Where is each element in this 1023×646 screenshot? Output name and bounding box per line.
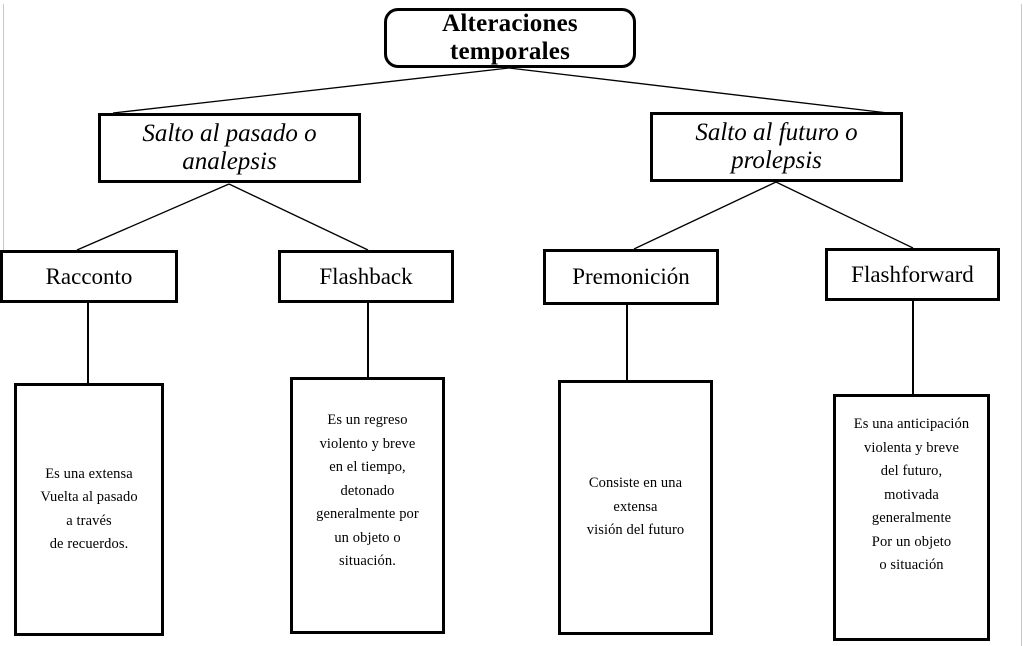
node-description-flashforward[interactable]: Es una anticipación violenta y breve del… (833, 394, 990, 641)
node-description-premonicion[interactable]: Consiste en una extensa visión del futur… (558, 380, 713, 635)
node-branch-label-0: Salto al pasado o analepsis (142, 120, 317, 175)
node-leaf-racconto[interactable]: Racconto (0, 250, 178, 303)
page-margin-rule-right (1021, 4, 1022, 646)
node-branch-salto-al-pasado[interactable]: Salto al pasado o analepsis (98, 113, 361, 183)
node-description-flashback[interactable]: Es un regreso violento y breve en el tie… (290, 377, 445, 634)
node-root-label: Alteraciones temporales (442, 10, 578, 65)
connector-prolepsis-to-premonicion (633, 181, 777, 250)
node-leaf-flashback[interactable]: Flashback (278, 250, 454, 303)
node-description-racconto[interactable]: Es una extensa Vuelta al pasado a través… (14, 383, 164, 636)
node-leaf-premonicion[interactable]: Premonición (543, 249, 719, 305)
connector-analepsis-to-racconto (76, 183, 230, 251)
node-leaf-flashforward[interactable]: Flashforward (825, 248, 1000, 301)
node-branch-salto-al-futuro[interactable]: Salto al futuro o prolepsis (650, 112, 903, 182)
node-leaf-label-3: Flashforward (851, 261, 974, 287)
node-description-text-3: Es una anticipación violenta y breve del… (853, 416, 970, 574)
node-description-text-0: Es una extensa Vuelta al pasado a través… (40, 465, 138, 552)
connector-analepsis-to-flashback (228, 183, 369, 251)
node-root-alteraciones-temporales[interactable]: Alteraciones temporales (384, 8, 636, 68)
node-leaf-label-0: Racconto (45, 263, 133, 289)
connector-prolepsis-to-flashforward (775, 181, 914, 249)
node-description-text-1: Es un regreso violento y breve en el tie… (316, 412, 419, 570)
page-margin-rule-left (3, 4, 4, 251)
node-branch-label-1: Salto al futuro o prolepsis (695, 119, 858, 174)
node-leaf-label-2: Premonición (572, 264, 690, 289)
connector-root-to-analepsis (112, 67, 510, 114)
connector-root-to-prolepsis (508, 67, 889, 114)
node-leaf-label-1: Flashback (319, 263, 413, 289)
node-description-text-2: Consiste en una extensa visión del futur… (586, 475, 685, 539)
